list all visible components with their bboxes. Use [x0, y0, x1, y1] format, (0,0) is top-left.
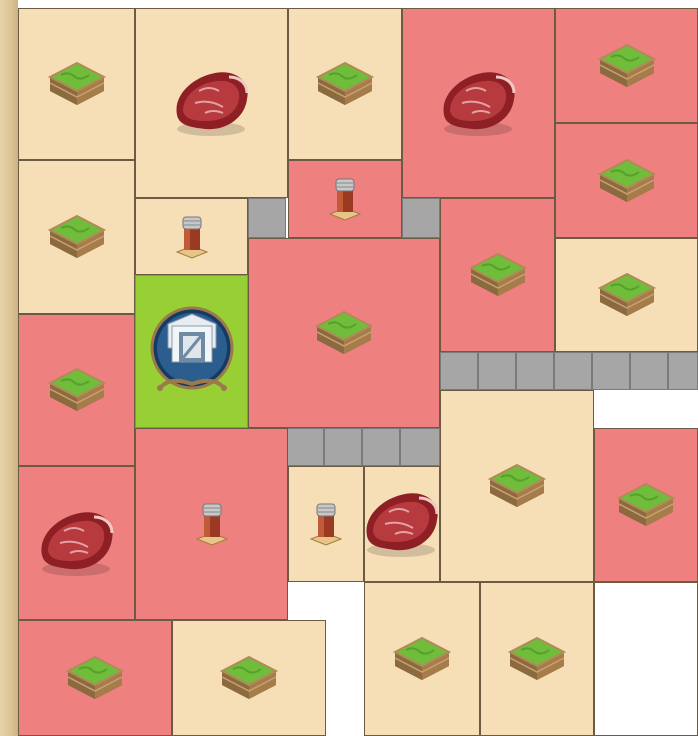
pasture-pen-icon — [467, 248, 529, 302]
road-tile — [554, 352, 592, 390]
map-tile-pasture[interactable] — [18, 8, 135, 160]
water-tower-icon — [195, 501, 229, 547]
map-tile-pasture[interactable] — [18, 620, 172, 736]
pasture-pen-icon — [46, 363, 108, 417]
map-tile-pasture[interactable] — [555, 8, 698, 123]
pasture-pen-icon — [596, 39, 658, 93]
side-panel-edge — [0, 0, 18, 736]
raw-meat-icon — [34, 505, 120, 581]
road-tile — [592, 352, 630, 390]
map-tile-pasture[interactable] — [364, 582, 480, 736]
road-tile — [516, 352, 554, 390]
pasture-pen-icon — [615, 478, 677, 532]
barn-gate-emblem-icon — [146, 302, 238, 402]
pasture-pen-icon — [506, 632, 568, 686]
map-tile-pasture[interactable] — [172, 620, 326, 736]
road-tile — [362, 428, 400, 466]
pasture-pen-icon — [596, 268, 658, 322]
raw-meat-icon — [359, 486, 445, 562]
water-tower-icon — [328, 176, 362, 222]
map-tile-pasture[interactable] — [594, 428, 698, 582]
road-tile — [478, 352, 516, 390]
map-tile-pasture[interactable] — [248, 238, 440, 428]
pasture-pen-icon — [64, 651, 126, 705]
pasture-pen-icon — [46, 57, 108, 111]
road-tile — [324, 428, 362, 466]
water-tower-icon — [175, 214, 209, 260]
map-tile-barn[interactable] — [135, 275, 248, 428]
map-tile[interactable] — [594, 582, 698, 736]
map-tile-silo[interactable] — [135, 198, 248, 275]
map-tile-silo[interactable] — [288, 160, 402, 238]
map-tile-silo[interactable] — [288, 466, 364, 582]
pasture-pen-icon — [314, 57, 376, 111]
road-tile — [440, 352, 478, 390]
map-tile-pasture[interactable] — [18, 314, 135, 466]
map-tile-meat[interactable] — [402, 8, 555, 198]
map-tile-meat[interactable] — [18, 466, 135, 620]
map-tile-pasture[interactable] — [288, 8, 402, 160]
pasture-pen-icon — [46, 210, 108, 264]
pasture-pen-icon — [596, 154, 658, 208]
map-tile-meat[interactable] — [135, 8, 288, 198]
map-tile-pasture[interactable] — [440, 198, 555, 352]
raw-meat-icon — [436, 65, 522, 141]
road-tile — [286, 428, 324, 466]
road-tile — [248, 198, 286, 238]
road-tile — [400, 428, 440, 466]
road-tile — [402, 198, 440, 238]
map-tile-silo[interactable] — [135, 428, 288, 620]
map-tile-meat[interactable] — [364, 466, 440, 582]
road-tile — [668, 352, 698, 390]
map-tile-pasture[interactable] — [18, 160, 135, 314]
farm-map-grid[interactable] — [18, 0, 698, 736]
map-tile-pasture[interactable] — [555, 123, 698, 238]
map-tile-pasture[interactable] — [480, 582, 594, 736]
raw-meat-icon — [169, 65, 255, 141]
map-tile-pasture[interactable] — [440, 390, 594, 582]
road-tile — [630, 352, 668, 390]
map-tile-pasture[interactable] — [555, 238, 698, 352]
pasture-pen-icon — [486, 459, 548, 513]
water-tower-icon — [309, 501, 343, 547]
pasture-pen-icon — [391, 632, 453, 686]
pasture-pen-icon — [218, 651, 280, 705]
pasture-pen-icon — [313, 306, 375, 360]
